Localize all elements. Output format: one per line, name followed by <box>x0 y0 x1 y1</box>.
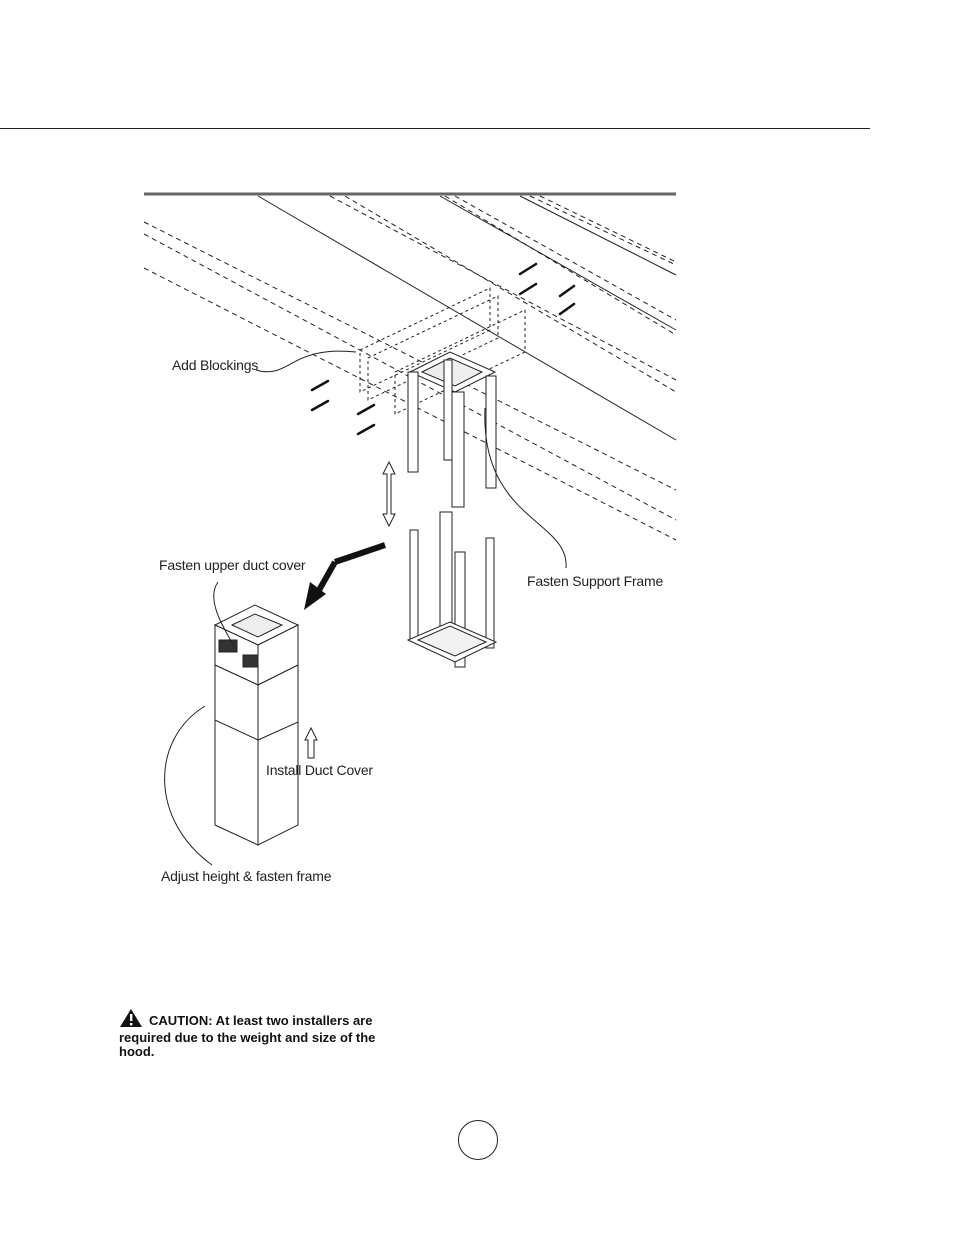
ceiling-joists <box>257 195 677 441</box>
label-adjust-height: Adjust height & fasten frame <box>161 868 332 884</box>
install-arrow <box>304 726 318 759</box>
caution-text: CAUTION: At least two installers are req… <box>119 1013 376 1059</box>
label-fasten-support-frame: Fasten Support Frame <box>527 573 664 589</box>
blockings <box>359 287 526 415</box>
screws <box>310 262 576 436</box>
label-fasten-upper-duct-cover: Fasten upper duct cover <box>159 557 306 573</box>
label-install-duct-cover: Install Duct Cover <box>266 762 373 778</box>
label-add-blockings: Add Blockings <box>172 357 259 373</box>
direction-arrow <box>304 542 386 610</box>
lower-support-frame <box>406 511 498 668</box>
height-arrow <box>382 460 396 528</box>
page-number-circle <box>458 1120 498 1160</box>
warning-triangle-icon <box>119 1008 143 1031</box>
upper-support-frame <box>407 351 497 508</box>
caution-note: CAUTION: At least two installers are req… <box>119 1008 399 1059</box>
duct-cover <box>213 604 300 846</box>
leader-lines <box>164 350 567 866</box>
header-rule <box>0 128 870 129</box>
